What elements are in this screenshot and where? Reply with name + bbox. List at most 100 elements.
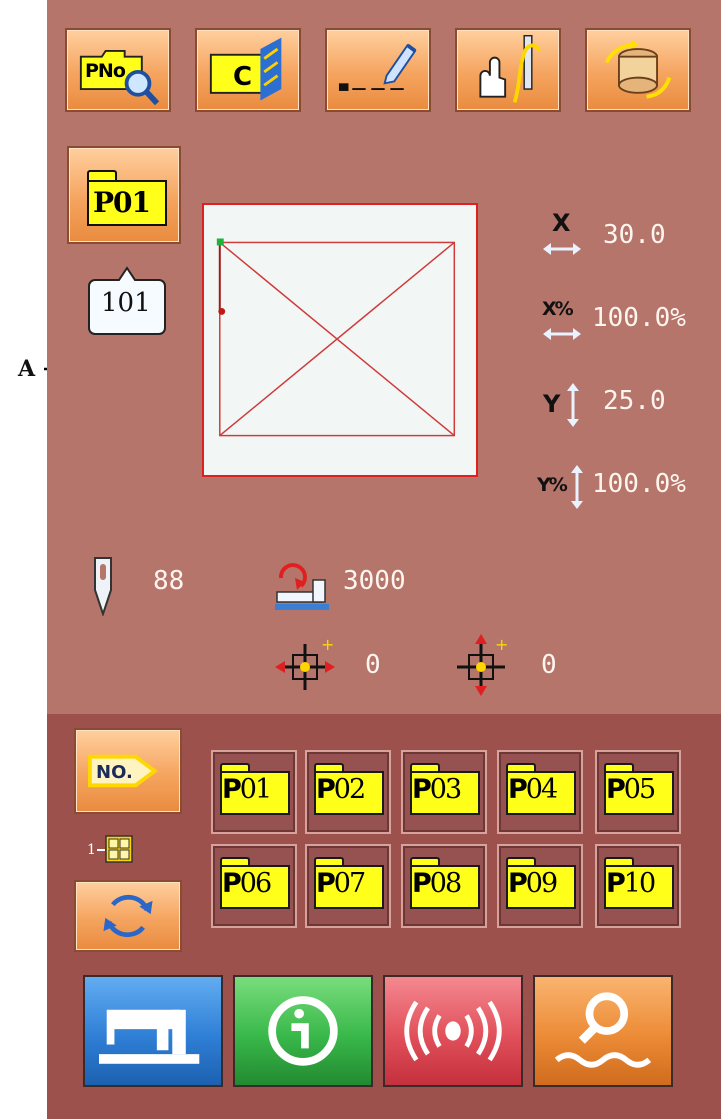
folder-icon [604,763,634,773]
pattern-slot-number: 02 [333,774,366,805]
x-percent-value: 100.0% [592,303,686,333]
grid-icon [97,835,133,863]
x-scale-icon [543,243,581,255]
bobbin-winding-icon [604,39,672,99]
folder-icon [506,857,536,867]
pattern-slot-label: P05 [606,774,656,805]
no-label: NO. [96,762,133,783]
pattern-slot-label: P07 [316,868,366,899]
x-scale-value: 30.0 [603,220,666,250]
pattern-slot-button[interactable]: P02 [305,750,391,834]
folder-icon [314,763,344,773]
folder-body [604,865,674,909]
pattern-slot-prefix: P [316,868,336,899]
clear-counter-label: C [233,62,252,92]
sew-button[interactable] [83,975,223,1087]
pattern-slot-label: P03 [412,774,462,805]
pattern-slot-prefix: P [508,868,528,899]
speed-value: 3000 [343,566,406,596]
pattern-slot-label: P09 [508,868,558,899]
pattern-search-button[interactable]: PNo [65,28,171,112]
y-scale-icon [567,383,579,427]
pattern-slot-button[interactable]: P08 [401,844,487,928]
pattern-slot-label: P04 [508,774,558,805]
stitch-edit-button[interactable] [325,28,431,112]
needle-icon [94,557,112,616]
pattern-slot-number: 06 [239,868,272,899]
pattern-slot-button[interactable]: P06 [211,844,297,928]
communication-button[interactable] [383,975,523,1087]
pattern-slot-button[interactable]: P04 [497,750,583,834]
winding-button[interactable] [585,28,691,112]
folder-body [506,865,576,909]
no-button[interactable]: NO. [74,728,182,814]
y-offset-value: 0 [541,650,557,680]
pattern-slot-button[interactable]: P10 [595,844,681,928]
info-icon [268,996,338,1066]
cycle-button[interactable] [74,880,182,952]
pattern-slot-prefix: P [606,868,626,899]
pattern-slot-button[interactable]: P09 [497,844,583,928]
clear-counter-button[interactable]: C [195,28,301,112]
pattern-slot-button[interactable]: P07 [305,844,391,928]
y-scale-label: Y [543,390,561,418]
pattern-info-area: PNo C [47,0,721,714]
no-tag-icon [87,754,158,788]
hand-needle-threading-icon [479,35,542,103]
pattern-slot-number: 04 [525,774,558,805]
magnifier-icon [554,992,652,1068]
threading-button[interactable] [455,28,561,112]
cycle-icon [103,894,153,938]
selected-pattern-button[interactable]: P01 [67,146,181,244]
folder-search-icon [79,50,160,106]
y-scale-value: 25.0 [603,386,666,416]
pattern-slot-label: P08 [412,868,462,899]
folder-body [314,865,384,909]
x-offset-icon: + [275,635,335,690]
y-percent-icon [571,465,583,509]
folder-icon [314,857,344,867]
pattern-slot-number: 07 [333,868,366,899]
pattern-slot-prefix: P [412,868,432,899]
pattern-slot-button[interactable]: P01 [211,750,297,834]
sewing-speed-icon [275,563,329,610]
info-button[interactable] [233,975,373,1087]
x-percent-icon [543,328,581,340]
selected-pattern-label: P01 [93,186,151,219]
pattern-search-label: PNo [85,60,126,82]
y-offset-icon: + [457,634,508,696]
folder-body [220,865,290,909]
pattern-slot-prefix: P [508,774,528,805]
pattern-slot-prefix: P [412,774,432,805]
grid-prefix: 1 [87,842,96,858]
folder-icon [410,857,440,867]
pattern-slot-button[interactable]: P03 [401,750,487,834]
pattern-slot-number: 03 [429,774,462,805]
pattern-slot-prefix: P [316,774,336,805]
folder-icon [87,170,117,182]
pattern-slot-number: 05 [623,774,656,805]
pattern-slot-button[interactable]: P05 [595,750,681,834]
folder-icon [220,857,250,867]
svg-text:+: + [321,635,334,654]
pattern-view-button[interactable] [533,975,673,1087]
folder-icon [220,763,250,773]
folder-body [220,771,290,815]
y-percent-label: Y% [537,474,568,496]
folder-body [410,771,480,815]
clear-counter-icon [209,37,282,101]
pattern-slot-prefix: P [606,774,626,805]
x-percent-label: X% [542,298,574,320]
signal-icon [404,1000,502,1062]
pattern-slot-label: P01 [222,774,272,805]
pattern-slot-number: 10 [623,868,656,899]
sewing-machine-icon [99,1009,200,1064]
folder-body [604,771,674,815]
pattern-slot-label: P02 [316,774,366,805]
svg-text:+: + [495,635,508,654]
annotation-label-a: A [18,356,36,382]
x-scale-label: X [552,209,571,237]
folder-body [410,865,480,909]
stitch-edit-icon [338,43,417,91]
